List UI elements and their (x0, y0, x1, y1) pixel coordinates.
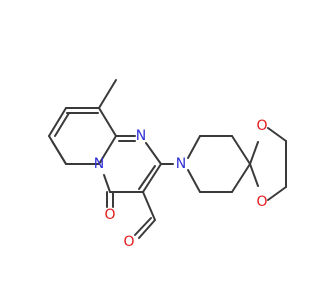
bond (142, 191, 156, 221)
bond (187, 135, 201, 159)
bond (187, 169, 201, 193)
bonds (48, 79, 287, 239)
bond (249, 163, 259, 187)
bond (142, 163, 162, 193)
bond (138, 165, 156, 190)
bond (249, 141, 259, 165)
bond (98, 135, 117, 165)
bond (138, 219, 156, 239)
bond (267, 127, 287, 142)
atom-o-aldehyde: O (123, 234, 134, 250)
atom-n-piperidine: N (176, 156, 186, 172)
bond (145, 142, 162, 165)
atom-labels: N N N O O O O (94, 118, 268, 250)
bond (98, 107, 117, 137)
atom-o-dioxolane-bottom: O (256, 194, 267, 210)
atom-n-ring-top: N (136, 128, 146, 144)
bond (51, 140, 67, 165)
atom-o-ketone: O (104, 207, 115, 223)
bond (231, 135, 251, 165)
bond (54, 112, 70, 137)
atom-n-ring-fused: N (94, 156, 104, 172)
molecule-structure: N N N O O O O (48, 79, 287, 250)
bond (134, 217, 152, 236)
bond (48, 107, 67, 137)
bond (103, 174, 111, 193)
atom-o-dioxolane-top: O (256, 118, 267, 134)
bond (267, 186, 287, 201)
bond (98, 79, 117, 109)
bond (231, 163, 251, 193)
